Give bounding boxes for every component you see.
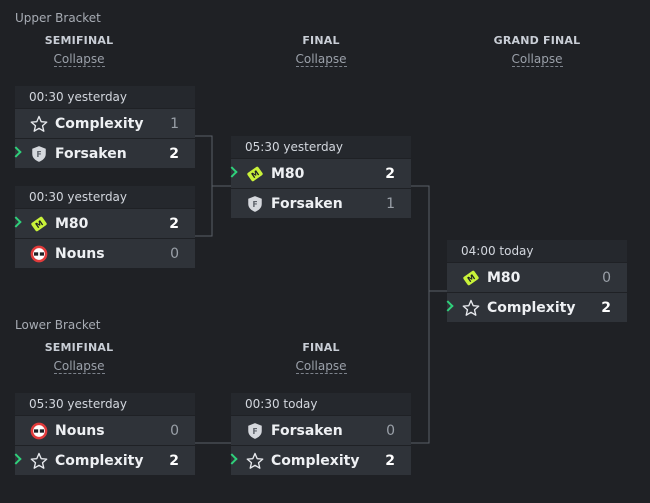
team-name: Complexity bbox=[55, 115, 144, 132]
lower-final-title: FINAL bbox=[302, 341, 340, 354]
lower-final-header: FINAL Collapse bbox=[256, 341, 386, 374]
lower-semifinal-header: SEMIFINAL Collapse bbox=[14, 341, 144, 374]
m80-logo-icon: M bbox=[29, 214, 49, 234]
upper-semifinal-collapse-link[interactable]: Collapse bbox=[53, 52, 105, 67]
star-icon bbox=[245, 451, 265, 471]
match-time: 00:30 yesterday bbox=[15, 86, 195, 108]
match-lower-semifinal[interactable]: 05:30 yesterday Nouns 0 Complexity 2 bbox=[10, 393, 195, 475]
grand-final-title: GRAND FINAL bbox=[493, 34, 581, 47]
upper-semifinal-header: SEMIFINAL Collapse bbox=[14, 34, 144, 67]
team-score: 2 bbox=[169, 215, 179, 232]
team-row-m80[interactable]: M M80 2 bbox=[10, 209, 195, 238]
svg-text:M: M bbox=[466, 272, 477, 284]
team-name: Complexity bbox=[55, 452, 144, 469]
team-score: 2 bbox=[169, 145, 179, 162]
svg-text:F: F bbox=[252, 427, 257, 436]
svg-text:M: M bbox=[250, 168, 261, 180]
match-time: 05:30 yesterday bbox=[231, 136, 411, 158]
team-score: 2 bbox=[601, 299, 611, 316]
lower-bracket-label: Lower Bracket bbox=[15, 318, 101, 332]
team-name: Nouns bbox=[55, 422, 105, 439]
svg-text:F: F bbox=[36, 150, 41, 159]
team-name: Forsaken bbox=[55, 145, 127, 162]
team-score: 0 bbox=[602, 269, 611, 286]
team-row-complexity[interactable]: Complexity 1 bbox=[15, 109, 195, 138]
team-name: Complexity bbox=[487, 299, 576, 316]
grand-final-collapse-link[interactable]: Collapse bbox=[511, 52, 563, 67]
upper-final-title: FINAL bbox=[302, 34, 340, 47]
match-grand-final[interactable]: 04:00 today M M80 0 Complexity 2 bbox=[442, 240, 627, 322]
upper-bracket-label: Upper Bracket bbox=[15, 11, 101, 25]
forsaken-shield-icon: F bbox=[245, 194, 265, 214]
team-name: M80 bbox=[55, 215, 89, 232]
team-row-forsaken[interactable]: F Forsaken 0 bbox=[231, 416, 411, 445]
team-score: 1 bbox=[386, 195, 395, 212]
team-score: 1 bbox=[170, 115, 179, 132]
m80-logo-icon: M bbox=[245, 164, 265, 184]
match-upper-semifinal-2[interactable]: 00:30 yesterday M M80 2 Nouns 0 bbox=[10, 186, 195, 268]
lower-semifinal-title: SEMIFINAL bbox=[44, 341, 114, 354]
nouns-logo-icon bbox=[29, 244, 49, 264]
team-name: Forsaken bbox=[271, 422, 343, 439]
team-score: 0 bbox=[170, 422, 179, 439]
team-row-nouns[interactable]: Nouns 0 bbox=[15, 416, 195, 445]
upper-semifinal-title: SEMIFINAL bbox=[44, 34, 114, 47]
team-score: 0 bbox=[170, 245, 179, 262]
star-icon bbox=[461, 298, 481, 318]
forsaken-shield-icon: F bbox=[29, 144, 49, 164]
team-row-nouns[interactable]: Nouns 0 bbox=[15, 239, 195, 268]
upper-final-collapse-link[interactable]: Collapse bbox=[295, 52, 347, 67]
team-score: 2 bbox=[385, 165, 395, 182]
team-row-complexity[interactable]: Complexity 2 bbox=[226, 446, 411, 475]
upper-final-header: FINAL Collapse bbox=[256, 34, 386, 67]
team-name: M80 bbox=[487, 269, 521, 286]
team-row-complexity[interactable]: Complexity 2 bbox=[442, 293, 627, 322]
team-name: Nouns bbox=[55, 245, 105, 262]
forsaken-shield-icon: F bbox=[245, 421, 265, 441]
grand-final-header: GRAND FINAL Collapse bbox=[472, 34, 602, 67]
lower-semifinal-collapse-link[interactable]: Collapse bbox=[53, 359, 105, 374]
team-row-forsaken[interactable]: F Forsaken 1 bbox=[231, 189, 411, 218]
team-name: Complexity bbox=[271, 452, 360, 469]
team-name: M80 bbox=[271, 165, 305, 182]
team-score: 0 bbox=[386, 422, 395, 439]
nouns-logo-icon bbox=[29, 421, 49, 441]
svg-text:M: M bbox=[34, 218, 45, 230]
team-name: Forsaken bbox=[271, 195, 343, 212]
team-row-forsaken[interactable]: F Forsaken 2 bbox=[10, 139, 195, 168]
team-row-m80[interactable]: M M80 2 bbox=[226, 159, 411, 188]
match-time: 04:00 today bbox=[447, 240, 627, 262]
star-icon bbox=[29, 451, 49, 471]
team-row-complexity[interactable]: Complexity 2 bbox=[10, 446, 195, 475]
match-time: 00:30 today bbox=[231, 393, 411, 415]
match-upper-semifinal-1[interactable]: 00:30 yesterday Complexity 1 F Forsaken … bbox=[10, 86, 195, 168]
m80-logo-icon: M bbox=[461, 268, 481, 288]
match-lower-final[interactable]: 00:30 today F Forsaken 0 Complexity 2 bbox=[226, 393, 411, 475]
svg-text:F: F bbox=[252, 200, 257, 209]
star-icon bbox=[29, 114, 49, 134]
team-row-m80[interactable]: M M80 0 bbox=[447, 263, 627, 292]
team-score: 2 bbox=[169, 452, 179, 469]
match-time: 00:30 yesterday bbox=[15, 186, 195, 208]
match-time: 05:30 yesterday bbox=[15, 393, 195, 415]
team-score: 2 bbox=[385, 452, 395, 469]
match-upper-final[interactable]: 05:30 yesterday M M80 2 F Forsaken 1 bbox=[226, 136, 411, 218]
lower-final-collapse-link[interactable]: Collapse bbox=[295, 359, 347, 374]
